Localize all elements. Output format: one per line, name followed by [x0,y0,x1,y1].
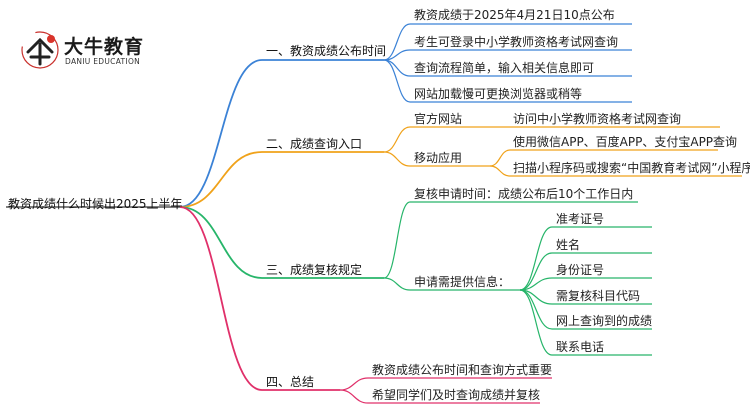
required-info-1: 准考证号 [556,212,605,226]
required-info-5: 网上查询到的成绩 [556,314,653,328]
branch-2-item-official-site: 官方网站 [414,112,463,126]
branch-4-label: 四、总结 [266,375,315,389]
logo-english-name: DANIU EDUCATION [65,57,141,66]
required-info-4: 需复核科目代码 [556,289,641,303]
branch-1-item-1: 教资成绩于2025年4月21日10点公布 [414,8,615,22]
wire-branch-1-item-1 [383,23,411,61]
required-info-3: 身份证号 [556,263,605,277]
required-info-6: 联系电话 [556,340,605,354]
branch-1-item-3: 查询流程简单，输入相关信息即可 [414,61,595,75]
wire-branch-3-review-time [383,201,411,279]
branch-1-item-4: 网站加载慢可更换浏览器或稍等 [414,87,583,101]
branch-3-label: 三、成绩复核规定 [266,263,363,277]
wire-branch-1-item-4 [383,59,411,103]
wire-required-info-2 [519,252,553,291]
wire-branch-3-required [383,277,411,291]
branch-2-item-mobile-app: 移动应用 [414,151,463,165]
root-node: 教资成绩什么时候出2025上半年 [8,197,183,211]
wire-required-info-1 [519,226,553,291]
branch-3-item-review-time: 复核申请时间：成绩公布后10个工作日内 [414,187,634,201]
branch-2-mobile-detail-2: 扫描小程序码或搜索“中国教育考试网”小程序 [513,161,750,175]
wire-root-branch-1 [179,59,263,208]
wire-mobile-detail-2 [489,165,511,177]
wire-branch-4-item-1 [339,377,369,391]
logo-chinese-name: 大牛教育 [64,36,145,58]
required-info-2: 姓名 [556,238,581,252]
brand-logo: 大牛教育 DANIU EDUCATION [20,28,180,72]
branch-2-label: 二、成绩查询入口 [266,137,363,151]
branch-4-item-2: 希望同学们及时查询成绩并复核 [372,388,541,402]
wire-root-branch-2 [179,151,263,208]
wire-root-branch-4 [179,206,263,391]
branch-2-mobile-detail-1: 使用微信APP、百度APP、支付宝APP查询 [513,135,738,149]
wire-required-info-6 [519,289,553,356]
wire-branch-4-item-2 [339,389,369,404]
branch-1-item-2: 考生可登录中小学教师资格考试网查询 [414,35,619,49]
branch-3-item-required-info: 申请需提供信息： [414,275,511,289]
wire-branch-2-official [383,126,411,153]
daniu-logo-icon [21,31,59,69]
branch-1-label: 一、教资成绩公布时间 [266,44,387,58]
wire-branch-1-item-3 [383,59,411,77]
branch-4-item-1: 教资成绩公布时间和查询方式重要 [372,363,553,377]
branch-2-official-detail: 访问中小学教师资格考试网查询 [513,112,682,126]
wire-branch-2-mobile [383,151,411,167]
wire-root-branch-3 [179,206,263,279]
wire-mobile-detail-1 [489,149,511,167]
